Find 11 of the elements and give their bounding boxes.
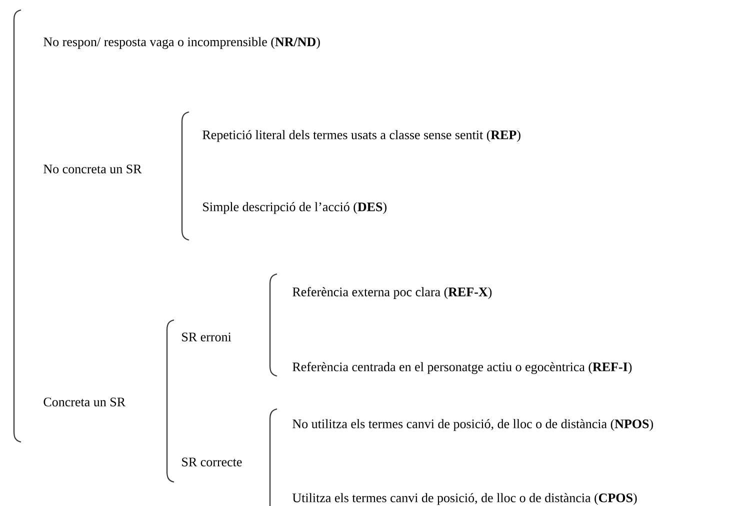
category-label: Referència externa poc clara (REF-X) [292, 287, 492, 299]
category-label: Referència centrada en el personatge actiu o egocèntrica (REF-I) [292, 362, 632, 374]
category-label: Repetició literal dels termes usats a classe sense sentit (REP) [202, 130, 520, 142]
category-label: Simple descripció de l’acció (DES) [203, 202, 386, 214]
category-label: SR correcte [182, 458, 242, 466]
category-label: No respon/ resposta vaga o incomprensible (NR/ND) [44, 37, 320, 49]
category-label: No utilitza els termes canvi de posició, de lloc o de distància (NPOS) [292, 419, 654, 431]
category-label: Concreta un SR [44, 398, 126, 406]
category-label: SR erroni [182, 332, 232, 342]
category-label: Utilitza els termes canvi de posició, de lloc o de distància (CPOS) [292, 493, 637, 505]
category-label: No concreta un SR [44, 164, 142, 174]
